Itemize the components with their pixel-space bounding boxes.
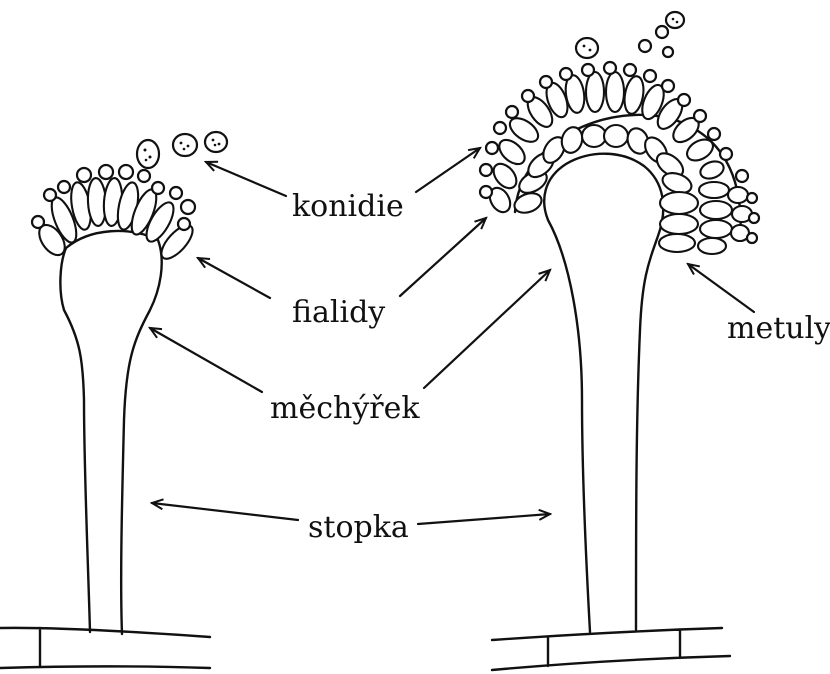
arrow-stopka-right [418, 514, 550, 524]
arrow-konidie-left [206, 162, 286, 196]
label-stopka: stopka [308, 510, 409, 545]
label-metuly: metuly [727, 311, 830, 346]
label-fialidy: fialidy [292, 295, 385, 330]
arrow-stopka-left [152, 503, 298, 520]
arrow-fialidy-left [198, 258, 270, 298]
right-substrate [492, 628, 730, 670]
arrow-konidie-right [416, 148, 480, 192]
label-mechyrek: měchýřek [270, 391, 420, 426]
right-stalk [544, 154, 663, 632]
left-conidiophore [0, 132, 227, 668]
right-conidiophore [480, 12, 759, 670]
left-free-spores [137, 132, 227, 168]
arrow-mechyrek-right [424, 270, 550, 388]
left-substrate [0, 628, 210, 668]
arrow-metuly [688, 264, 754, 312]
label-konidie: konidie [292, 189, 404, 224]
arrow-mechyrek-left [150, 328, 262, 392]
arrow-fialidy-right [400, 218, 486, 296]
labels: konidie fialidy měchýřek stopka metuly [270, 189, 830, 545]
left-stalk [60, 231, 161, 634]
